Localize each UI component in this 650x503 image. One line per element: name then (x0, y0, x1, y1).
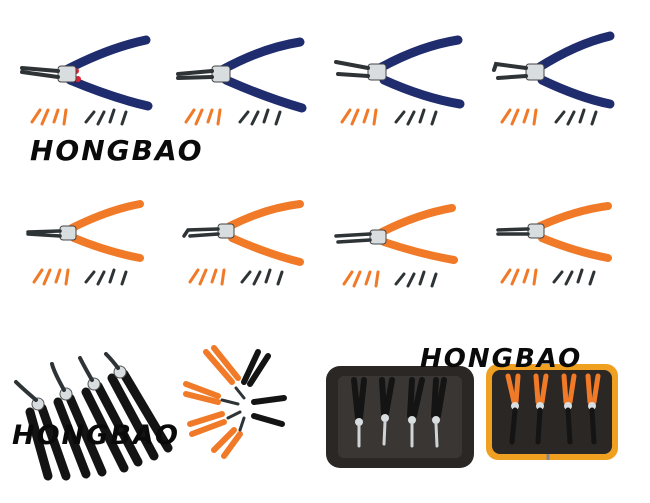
pouch-illustration (486, 364, 618, 460)
product-navy-bent-external (488, 26, 628, 136)
product-navy-straight-internal (18, 26, 158, 136)
product-black-plier-set (8, 352, 178, 482)
plier-illustration (334, 204, 458, 288)
watermark-text: HONGBAO (30, 134, 204, 167)
watermark-text: HONGBAO (420, 344, 583, 374)
plier-illustration (496, 202, 612, 286)
plier-illustration (492, 31, 615, 126)
product-black-pouch-set (324, 360, 476, 472)
product-navy-bent-internal (172, 26, 312, 136)
product-navy-straight-external (328, 26, 468, 136)
plier-illustration (176, 37, 307, 126)
product-orange-straight-internal (22, 196, 152, 296)
plier-illustration (20, 35, 153, 126)
plier-illustration (182, 200, 304, 286)
plier-illustration (14, 352, 173, 481)
plier-illustration (183, 345, 287, 459)
product-orange-plier-set (178, 338, 298, 468)
product-orange-straight-external (332, 198, 462, 298)
product-orange-trim-pouch-set (484, 362, 620, 462)
pouch-illustration (326, 366, 474, 468)
plier-illustration (26, 200, 144, 286)
watermark-text: HONGBAO (12, 420, 180, 451)
plier-illustration (334, 35, 465, 126)
product-orange-bent-external (490, 196, 620, 296)
product-orange-bent-internal (178, 196, 308, 296)
